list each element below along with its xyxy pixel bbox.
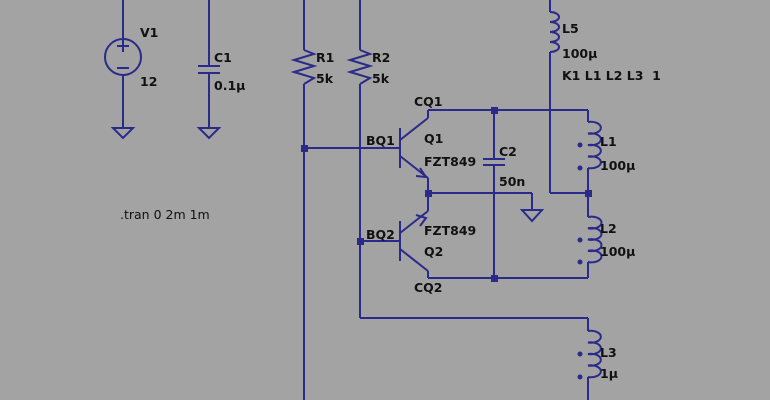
inductor-l2 [587,215,603,264]
c2-value-label: 50n [499,174,525,189]
resistor-r1 [290,49,318,85]
l5-name-label: L5 [562,21,579,36]
l5-value-label: 100μ [562,46,597,61]
voltage-source-v1 [104,38,142,76]
junction-dot [491,107,498,114]
phase-dot [577,165,583,171]
tran-directive: .tran 0 2m 1m [120,207,210,222]
phase-dot [577,374,583,380]
l2-name-label: L2 [600,221,617,236]
resistor-r2 [346,49,374,85]
v1-name-label: V1 [140,25,158,40]
v1-value-label: 12 [140,74,157,89]
inductor-l1 [587,120,602,170]
transistor-q2 [399,193,429,278]
ground-icon [110,127,136,140]
wires [122,0,589,400]
q2-model-label: FZT849 [424,223,476,238]
ground-icon [519,209,545,223]
junction-dot [357,238,364,245]
q1-name-label: Q1 [424,131,443,146]
inductor-l3 [587,329,602,379]
q1-model-label: FZT849 [424,154,476,169]
junction-dot [301,145,308,152]
phase-dot [577,351,583,357]
phase-dot [577,237,583,243]
r2-value-label: 5k [372,71,390,86]
q2-name-label: Q2 [424,244,443,259]
l3-value-label: 1μ [600,366,618,381]
transistor-q1 [399,110,429,193]
c1-name-label: C1 [214,50,232,65]
r1-name-label: R1 [316,50,334,65]
junctions [301,107,592,282]
l3-name-label: L3 [600,345,617,360]
ground-icon [196,127,222,140]
r2-name-label: R2 [372,50,390,65]
l1-name-label: L1 [600,134,617,149]
phase-dot [577,259,583,265]
inductor-l5 [549,11,560,53]
coupling-directive: K1 L1 L2 L3 1 [562,68,661,83]
bq1-net-label: BQ1 [366,133,395,148]
cq2-net-label: CQ2 [414,280,443,295]
c1-value-label: 0.1μ [214,78,245,93]
r1-value-label: 5k [316,71,334,86]
junction-dot [585,190,592,197]
cq1-net-label: CQ1 [414,94,443,109]
capacitor-c1 [198,65,220,74]
l2-value-label: 100μ [600,244,635,259]
junction-dot [491,275,498,282]
capacitor-c2 [483,158,505,166]
l1-value-label: 100μ [600,158,635,173]
bq2-net-label: BQ2 [366,227,395,242]
c2-name-label: C2 [499,144,517,159]
phase-dot [577,142,583,148]
